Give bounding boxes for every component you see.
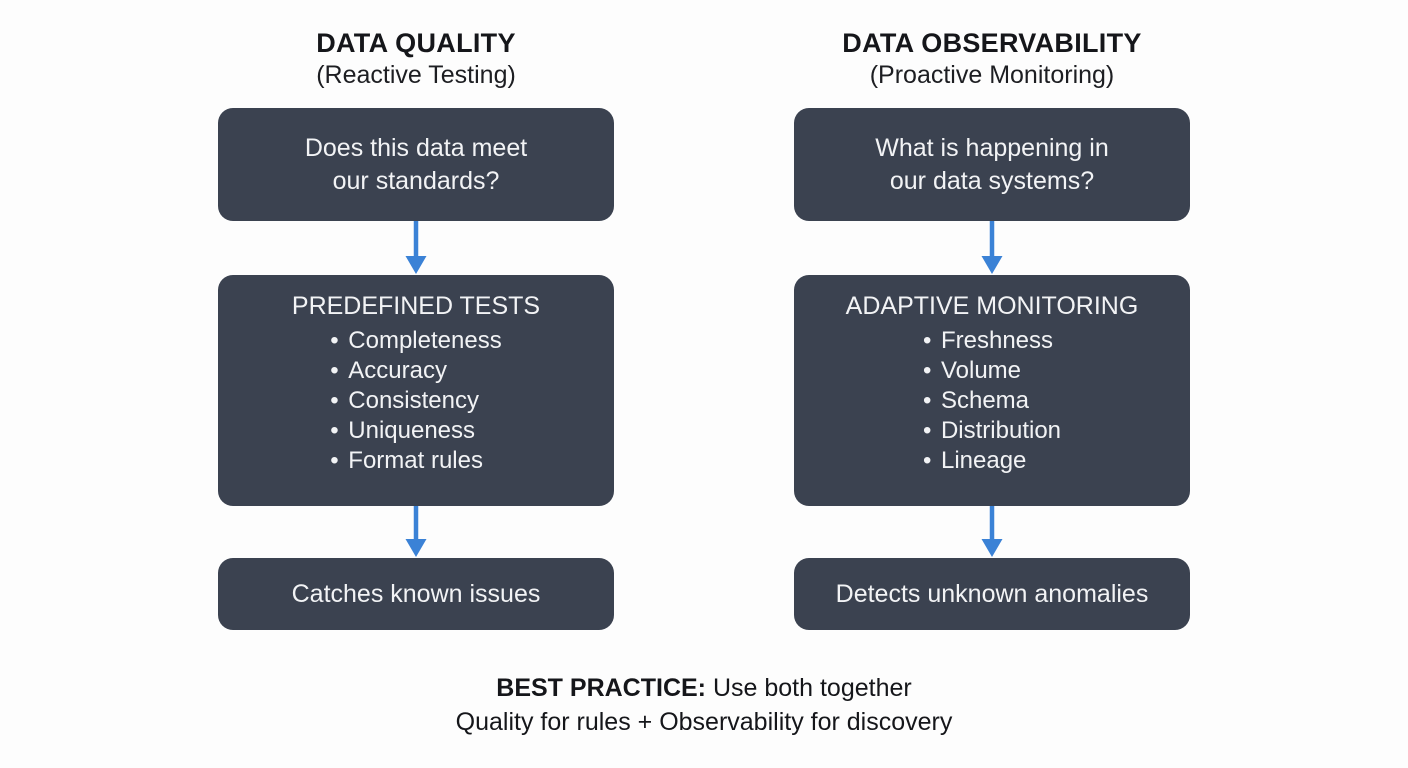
question-line-1: What is happening in [875, 133, 1109, 162]
list-item: Distribution [923, 416, 1061, 446]
outcome-box: Catches known issues [218, 558, 614, 630]
detail-box-title: ADAPTIVE MONITORING [845, 292, 1139, 320]
list-item: Accuracy [330, 356, 501, 386]
list-item: Volume [923, 356, 1061, 386]
detail-box-title: PREDEFINED TESTS [291, 292, 541, 320]
list-item: Uniqueness [330, 416, 501, 446]
column-subtitle: (Proactive Monitoring) [869, 61, 1115, 89]
list-item: Format rules [330, 446, 501, 476]
arrow-down-icon [981, 506, 1003, 557]
best-practice-label: BEST PRACTICE: [496, 674, 707, 702]
column-title: DATA OBSERVABILITY [842, 28, 1142, 58]
column-header: DATA QUALITY (Reactive Testing) [316, 30, 516, 88]
column-subtitle: (Reactive Testing) [316, 61, 516, 89]
outcome-text: Catches known issues [291, 580, 541, 608]
detail-list: Freshness Volume Schema Distribution Lin… [923, 326, 1061, 475]
detail-box: PREDEFINED TESTS Completeness Accuracy C… [218, 275, 614, 506]
column-data-quality: DATA QUALITY (Reactive Testing) Does thi… [218, 30, 614, 630]
question-box: What is happening in our data systems? [794, 108, 1190, 221]
list-item: Consistency [330, 386, 501, 416]
list-item: Completeness [330, 326, 501, 356]
list-item: Lineage [923, 446, 1061, 476]
question-line-2: our data systems? [889, 166, 1095, 195]
column-header: DATA OBSERVABILITY (Proactive Monitoring… [842, 30, 1141, 88]
best-practice-line-2: Quality for rules + Observability for di… [455, 708, 953, 736]
list-item: Schema [923, 386, 1061, 416]
column-title: DATA QUALITY [316, 28, 516, 58]
detail-box: ADAPTIVE MONITORING Freshness Volume Sch… [794, 275, 1190, 506]
question-box: Does this data meet our standards? [218, 108, 614, 221]
arrow-down-icon [405, 221, 427, 274]
question-line-1: Does this data meet [304, 133, 528, 162]
outcome-box: Detects unknown anomalies [794, 558, 1190, 630]
arrow-down-icon [405, 506, 427, 557]
arrow-down-icon [981, 221, 1003, 274]
question-line-2: our standards? [332, 166, 500, 195]
list-item: Freshness [923, 326, 1061, 356]
best-practice-footer: BEST PRACTICE: Use both together Quality… [0, 676, 1408, 735]
outcome-text: Detects unknown anomalies [835, 580, 1149, 608]
column-data-observability: DATA OBSERVABILITY (Proactive Monitoring… [794, 30, 1190, 630]
best-practice-text: Use both together [706, 674, 912, 702]
best-practice-line-1: BEST PRACTICE: Use both together [0, 676, 1408, 701]
detail-list: Completeness Accuracy Consistency Unique… [330, 326, 501, 475]
